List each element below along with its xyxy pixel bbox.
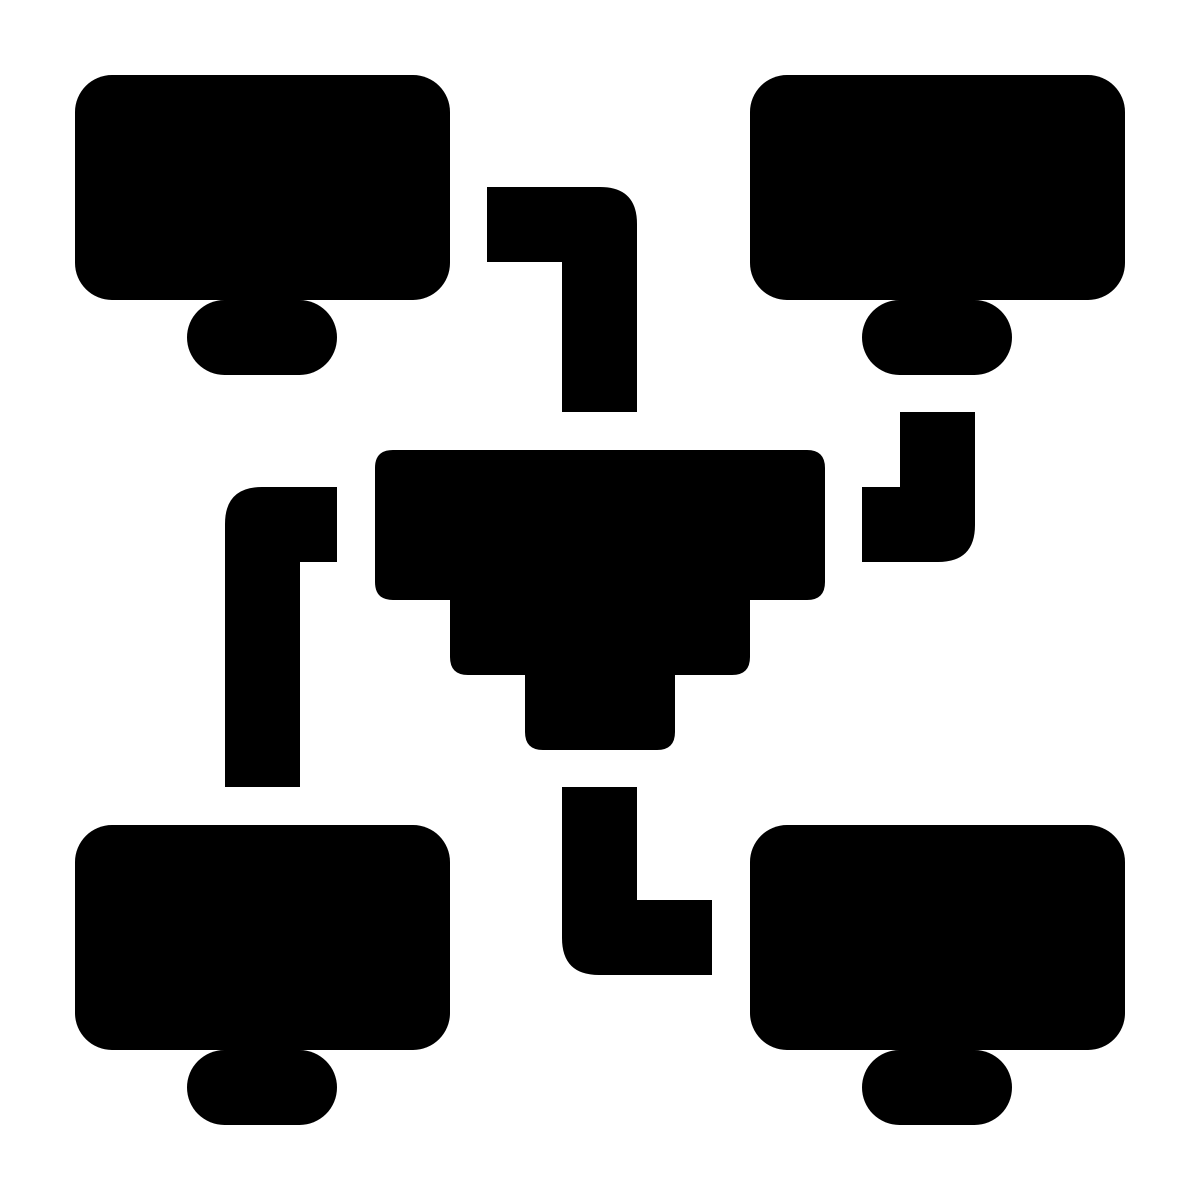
connector-top-right (862, 412, 975, 562)
monitor-screen (75, 75, 450, 300)
connector-bottom-right (562, 787, 712, 975)
monitor-screen (750, 75, 1125, 300)
monitor-stand (862, 1050, 1012, 1125)
monitor-screen (75, 825, 450, 1050)
monitor-stand (862, 300, 1012, 375)
monitor-bottom-left-icon (75, 825, 450, 1125)
monitor-top-right-icon (750, 75, 1125, 375)
central-hub-icon (375, 450, 825, 750)
monitor-stand (187, 300, 337, 375)
monitor-screen (750, 825, 1125, 1050)
connector-bottom-left (225, 487, 337, 787)
monitor-top-left-icon (75, 75, 450, 375)
monitor-stand (187, 1050, 337, 1125)
connector-top-left (487, 187, 637, 412)
monitor-bottom-right-icon (750, 825, 1125, 1125)
